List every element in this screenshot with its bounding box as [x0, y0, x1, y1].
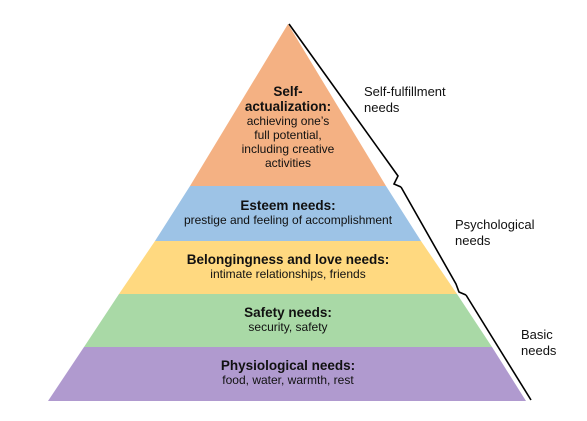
self-fulfillment-bracket [288, 23, 402, 188]
group-label-psychological-line1: Psychological [455, 217, 535, 232]
tier-self-actualization-desc-line3: including creative [241, 142, 335, 156]
tier-self-actualization: Self- actualization: achieving one’s ful… [208, 84, 368, 170]
basic-bracket [465, 294, 532, 401]
tier-self-actualization-desc-line1: achieving one’s [246, 114, 330, 128]
tier-esteem-title: Esteem needs: [240, 198, 336, 213]
group-label-basic: Basic needs [521, 327, 556, 359]
tier-safety-title: Safety needs: [244, 305, 332, 320]
group-label-self-fulfillment-line2: needs [364, 100, 400, 115]
tier-safety: Safety needs: security, safety [188, 305, 388, 334]
tier-belonging-desc: intimate relationships, friends [210, 267, 366, 281]
tier-esteem-band [155, 186, 421, 241]
tier-safety-band [84, 294, 492, 347]
tier-self-actualization-title-line2: actualization: [244, 99, 332, 114]
tier-physiological-title: Physiological needs: [220, 358, 356, 373]
tier-self-actualization-desc-line4: activities [264, 156, 311, 170]
group-label-self-fulfillment: Self-fulfillment needs [364, 84, 446, 116]
group-label-psychological-line2: needs [455, 233, 491, 248]
psychological-bracket [400, 186, 467, 296]
tier-physiological-desc: food, water, warmth, rest [222, 373, 354, 387]
tier-belonging-title: Belongingness and love needs: [186, 252, 390, 267]
tier-esteem-desc: prestige and feeling of accomplishment [183, 213, 393, 227]
group-label-self-fulfillment-line1: Self-fulfillment [364, 84, 446, 99]
group-label-psychological: Psychological needs [455, 217, 535, 249]
tier-physiological: Physiological needs: food, water, warmth… [168, 358, 408, 387]
group-label-basic-line1: Basic [521, 327, 553, 342]
tier-safety-desc: security, safety [248, 320, 328, 334]
tier-esteem: Esteem needs: prestige and feeling of ac… [158, 198, 418, 227]
tier-belonging-band [119, 241, 457, 294]
group-label-basic-line2: needs [521, 343, 557, 358]
tier-physiological-band [48, 347, 526, 401]
tier-self-actualization-desc-line2: full potential, [254, 128, 322, 142]
tier-self-actualization-band [190, 24, 386, 186]
tier-self-actualization-title-line1: Self- [273, 84, 303, 99]
tier-belonging: Belongingness and love needs: intimate r… [148, 252, 428, 281]
